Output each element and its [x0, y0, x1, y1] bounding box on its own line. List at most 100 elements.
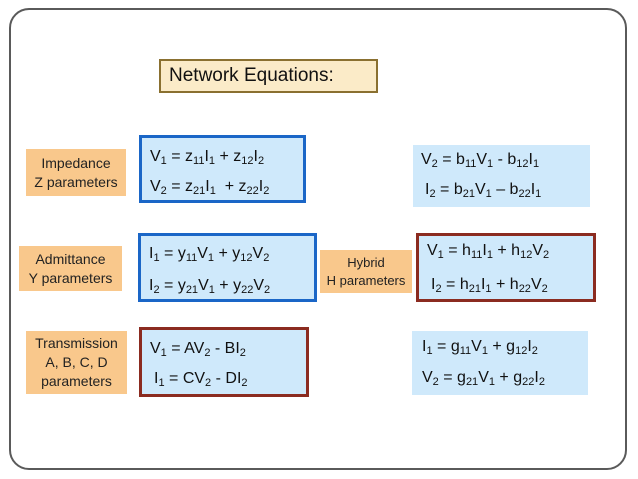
equation-text: I	[534, 369, 539, 386]
equation: I1 = g11V1 + g12I2	[422, 338, 538, 357]
transmission-label-line: A, B, C, D	[45, 354, 108, 370]
subscript: 2	[432, 376, 439, 388]
subscript: 11	[464, 158, 477, 170]
admittance-equations: I1 = y11V1 + y12V2 I2 = y21V1 + y22V2	[138, 233, 317, 302]
equation: V2 = g21V1 + g22I2	[422, 369, 545, 388]
equation-text: V	[197, 245, 208, 262]
equation-text: V	[530, 276, 542, 293]
equation-text: + y	[214, 245, 241, 262]
equation-text: V	[474, 181, 486, 198]
equation-text: V	[150, 178, 161, 195]
equation-text: = b	[437, 151, 465, 168]
equation-text: + z	[215, 178, 247, 195]
admittance-label: Admittance Y parameters	[19, 246, 122, 291]
equation-text: V	[150, 148, 161, 165]
equation-text: I	[425, 181, 430, 198]
equation-text: + y	[214, 277, 242, 294]
subscript: 12	[516, 158, 529, 170]
subscript: 2	[541, 283, 548, 295]
equation-text: I	[154, 370, 159, 387]
hybrid-label: Hybrid H parameters	[320, 250, 412, 293]
subscript: 2	[263, 185, 270, 197]
subscript: 1	[208, 155, 216, 167]
subscript: 1	[485, 188, 492, 200]
equation: I2 = b21V1 – b22I1	[425, 181, 542, 200]
equation-text: I	[482, 242, 487, 259]
subscript: 2	[538, 376, 545, 388]
equation-text: + h	[492, 242, 521, 259]
equation: V1 = h11I1 + h12V2	[427, 242, 550, 261]
subscript: 2	[435, 283, 442, 295]
subscript: 1	[209, 185, 216, 197]
subscript: 1	[426, 345, 433, 357]
subscript: 2	[264, 284, 271, 296]
equation-text: I	[422, 338, 427, 355]
subscript: 1	[481, 345, 488, 357]
subscript: 22	[518, 188, 531, 200]
subscript: 12	[515, 345, 528, 357]
subscript: 1	[485, 283, 492, 295]
subscript: 1	[160, 347, 167, 359]
equation-text: I	[253, 148, 258, 165]
equation: V2 = b11V1 - b12I1	[421, 151, 539, 170]
equation: I1 = CV2 - DI2	[154, 370, 248, 389]
subscript: 22	[241, 284, 254, 296]
equation-text: I	[480, 276, 486, 293]
transmission-equations: V1 = AV2 - BI2 I1 = CV2 - DI2	[139, 327, 309, 397]
slide-frame	[9, 8, 627, 470]
equation-text: + z	[215, 148, 242, 165]
subscript: 1	[437, 249, 444, 261]
transmission-label: Transmission A, B, C, D parameters	[26, 331, 127, 394]
equation-text: V	[476, 151, 488, 168]
hybrid-equations: V1 = h11I1 + h12V2 I2 = h21I1 + h22V2	[416, 233, 596, 302]
subscript: 2	[205, 377, 212, 389]
subscript: 11	[459, 345, 472, 357]
subscript: 12	[520, 249, 533, 261]
equation-text: I	[527, 338, 532, 355]
equation-text: V	[150, 340, 161, 357]
equation: V1 = AV2 - BI2	[150, 340, 246, 359]
admittance-label-line: Admittance	[35, 250, 106, 267]
subscript: 2	[160, 185, 167, 197]
equation-text: V	[471, 338, 482, 355]
equation-text: V	[421, 151, 432, 168]
equation-text: I	[205, 178, 210, 195]
subscript: 1	[207, 252, 215, 264]
equation-text: + h	[491, 276, 519, 293]
inverse-hybrid-equations: I1 = g11V1 + g12I2 V2 = g21V1 + g22I2	[412, 331, 588, 395]
impedance-label: Impedance Z parameters	[26, 149, 126, 196]
subscript: 21	[185, 284, 199, 296]
subscript: 2	[257, 155, 265, 167]
page-title: Network Equations:	[169, 65, 334, 86]
inverse-transmission-equations: V2 = b11V1 - b12I1 I2 = b21V1 – b22I1	[413, 145, 590, 207]
subscript: 21	[465, 376, 479, 388]
subscript: 11	[185, 252, 198, 264]
subscript: 2	[241, 377, 248, 389]
equation-text: = g	[438, 369, 466, 386]
equation-text: I	[530, 181, 536, 198]
subscript: 1	[535, 188, 542, 200]
subscript: 1	[158, 377, 165, 389]
subscript: 21	[193, 185, 206, 197]
subscript: 2	[204, 347, 211, 359]
subscript: 1	[487, 158, 494, 170]
subscript: 1	[160, 155, 167, 167]
subscript: 11	[193, 155, 205, 167]
subscript: 2	[429, 188, 436, 200]
equation: V1 = z11I1 + z12I2	[150, 148, 265, 167]
subscript: 2	[543, 249, 550, 261]
equation-text: I	[258, 178, 264, 195]
admittance-label-line: Y parameters	[28, 269, 113, 286]
impedance-label-line: Z parameters	[34, 173, 118, 190]
equation-text: V	[422, 369, 433, 386]
equation-text: V	[253, 277, 265, 294]
equation-text: = h	[443, 242, 471, 259]
equation-text: = b	[435, 181, 463, 198]
subscript: 2	[263, 252, 270, 264]
subscript: 1	[488, 376, 495, 388]
subscript: 1	[153, 252, 160, 264]
impedance-equations: V1 = z11I1 + z12I2 V2 = z21I1 + z22I2	[139, 135, 306, 203]
subscript: 12	[241, 155, 254, 167]
subscript: 21	[462, 188, 475, 200]
equation-text: - DI	[211, 370, 242, 387]
